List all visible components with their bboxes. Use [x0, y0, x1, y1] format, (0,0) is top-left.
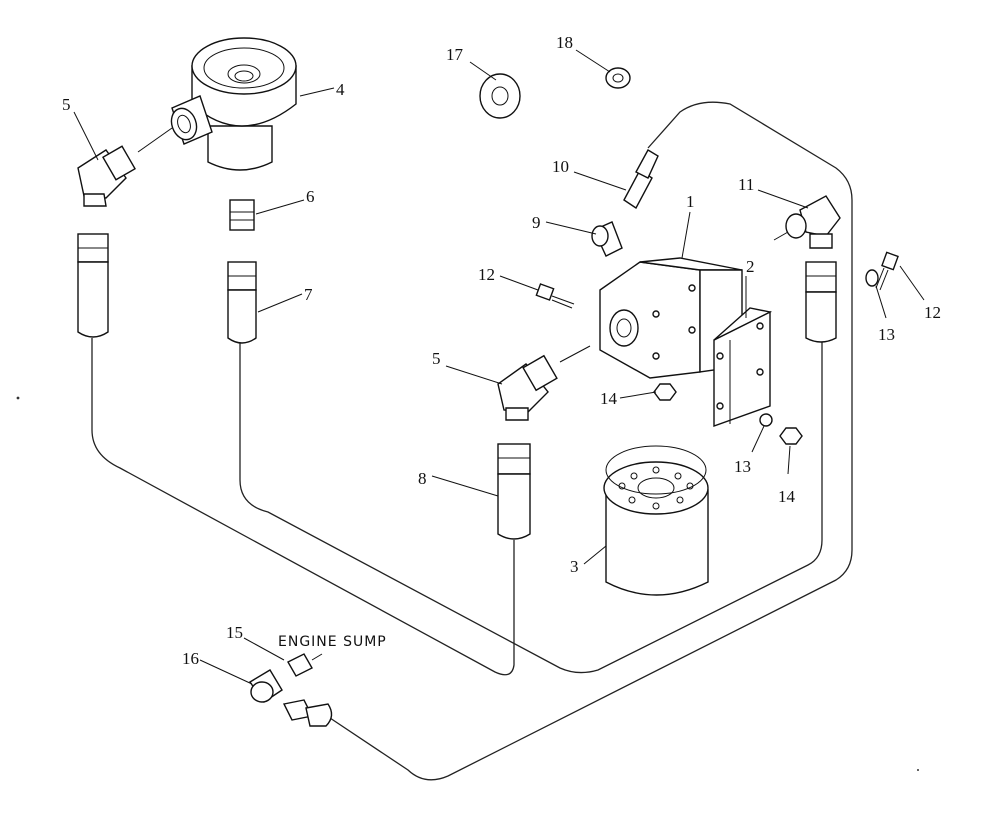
callout-12-left: 12	[478, 265, 495, 284]
sump-fitting-15	[287, 653, 323, 677]
elbow-fitting-upper	[77, 145, 136, 207]
callout-3: 3	[570, 557, 579, 576]
bolt-12-left	[535, 283, 575, 309]
adapter-fitting	[229, 199, 255, 231]
callout-11: 11	[738, 175, 754, 194]
scan-dot	[917, 769, 919, 771]
callout-10: 10	[552, 157, 569, 176]
callout-15: 15	[226, 623, 243, 642]
callout-16: 16	[182, 649, 199, 668]
callout-12-right: 12	[924, 303, 941, 322]
callout-14-left: 14	[600, 389, 618, 408]
callout-8: 8	[418, 469, 427, 488]
washer-17	[479, 73, 521, 119]
nut-14-left	[653, 383, 677, 401]
elbow-fitting-lower	[497, 345, 591, 421]
washer-18	[605, 67, 631, 89]
bracket	[713, 307, 773, 427]
callout-18: 18	[556, 33, 573, 52]
hose-lines	[91, 101, 853, 781]
scan-dot	[16, 396, 20, 400]
callout-7: 7	[304, 285, 313, 304]
hose-assembly-8	[497, 443, 531, 540]
callout-17: 17	[446, 45, 464, 64]
callout-2: 2	[746, 257, 755, 276]
engine-sump-label: ENGINE SUMP	[278, 634, 387, 650]
callout-5-lower: 5	[432, 349, 441, 368]
callout-4: 4	[336, 80, 345, 99]
callout-5-upper: 5	[62, 95, 71, 114]
hose-assembly-7	[227, 261, 257, 344]
callout-13-lower: 13	[734, 457, 751, 476]
spin-on-filter	[603, 445, 709, 596]
bolt-12-right	[875, 251, 899, 291]
filter-head	[137, 37, 297, 171]
callout-1: 1	[686, 192, 695, 211]
callout-14-right: 14	[778, 487, 796, 506]
leader-lines	[73, 49, 925, 685]
nut-14-right	[779, 427, 803, 445]
callout-13-right: 13	[878, 325, 895, 344]
hose-end-left	[77, 233, 109, 338]
elbow-fitting-16	[248, 669, 333, 727]
hose-end-right	[805, 261, 837, 343]
callout-9: 9	[532, 213, 541, 232]
fitting-10	[623, 149, 659, 210]
washer-13-right	[865, 269, 879, 287]
fitting-9	[591, 221, 623, 257]
washer-13-lower	[759, 413, 773, 427]
elbow-fitting-11	[773, 195, 841, 249]
callout-labels: 1 2 3 4 5 5 6 7 8 9 10 11 12 12 13 13 14…	[62, 33, 941, 668]
callout-6: 6	[306, 187, 315, 206]
